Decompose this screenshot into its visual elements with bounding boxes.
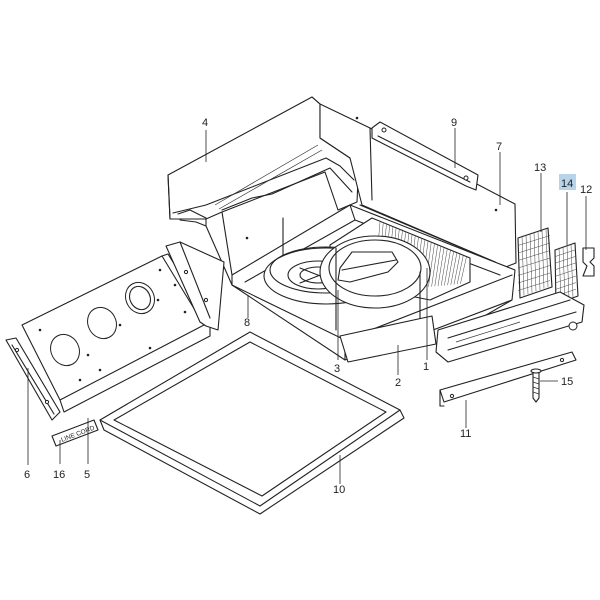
callout-6: 6 (24, 469, 30, 481)
callout-8: 8 (244, 317, 250, 329)
clip-part-12 (582, 247, 595, 277)
callout-1: 1 (423, 361, 429, 373)
callout-3: 3 (334, 363, 340, 375)
slide-rails (435, 291, 585, 363)
rail-part-11 (439, 351, 577, 407)
callout-14: 14 (561, 178, 573, 190)
callout-labels: 1 2 3 4 5 6 7 8 9 10 11 12 13 14 15 16 (24, 117, 592, 496)
side-strip-part-6 (5, 337, 61, 421)
callout-9: 9 (451, 117, 457, 129)
callout-12: 12 (580, 184, 592, 196)
side-panel-part-8 (165, 241, 225, 331)
screw-part-15 (530, 368, 542, 403)
line-cord-tag-part-16: LINE CORD (51, 419, 99, 447)
callout-16: 16 (53, 469, 65, 481)
callout-2: 2 (395, 377, 401, 389)
drain-tray-part-10 (99, 331, 405, 515)
filter-part-13 (517, 227, 553, 299)
blower-fan-part-3 (263, 235, 431, 331)
leader-lines (27, 128, 587, 484)
callout-5: 5 (84, 469, 90, 481)
callout-13: 13 (534, 162, 546, 174)
callout-10: 10 (333, 484, 345, 496)
callout-4: 4 (202, 117, 208, 129)
callout-11: 11 (460, 428, 471, 440)
callout-14-highlight (559, 174, 576, 190)
callout-15: 15 (561, 376, 573, 388)
filter-part-14 (554, 242, 579, 305)
callout-7: 7 (496, 141, 502, 153)
bracket-part-9 (371, 121, 479, 191)
